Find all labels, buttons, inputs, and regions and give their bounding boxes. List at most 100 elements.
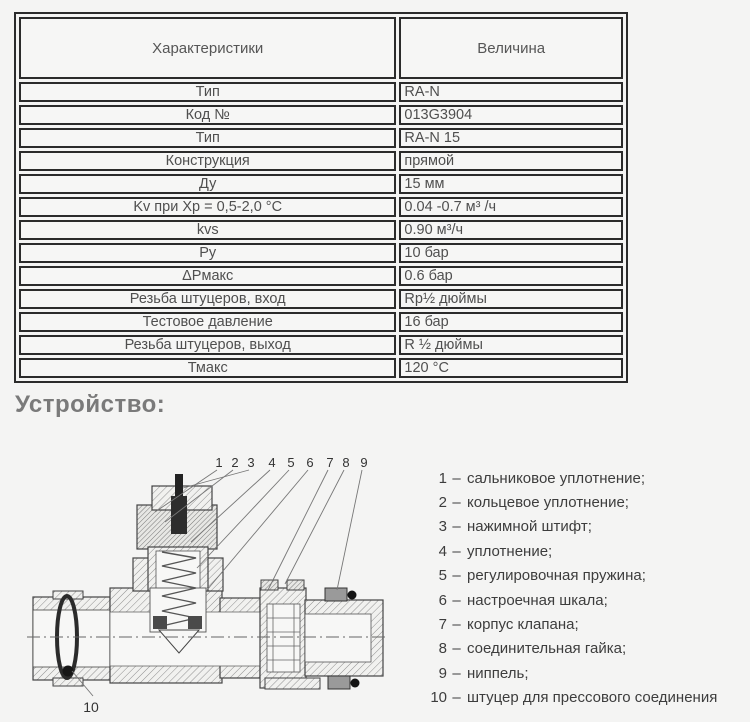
spring — [161, 551, 197, 627]
legend-number: 1 — [438, 469, 447, 487]
legend-number: 9 — [438, 664, 447, 682]
spec-name: Резьба штуцеров, вход — [19, 289, 397, 309]
callout-6: 6 — [306, 455, 313, 470]
spec-name: Тип — [19, 128, 397, 148]
legend-dash: – — [452, 518, 461, 536]
legend-number: 2 — [438, 494, 447, 512]
callout-4: 4 — [268, 455, 275, 470]
callout-1: 1 — [215, 455, 222, 470]
legend-label: соединительная гайка; — [467, 640, 627, 658]
spec-value: R ½ дюймы — [399, 335, 623, 355]
spec-name: Код № — [19, 105, 397, 125]
press-fitting-pipe — [32, 590, 111, 687]
legend-item: 9–ниппель; — [420, 661, 748, 685]
legend-dash: – — [452, 616, 461, 634]
callout-9: 9 — [360, 455, 367, 470]
legend-item: 2–кольцевое уплотнение; — [420, 490, 748, 514]
legend-item: 5–регулировочная пружина; — [420, 564, 748, 588]
spec-name: kvs — [19, 220, 397, 240]
legend-label: ниппель; — [467, 664, 529, 682]
legend-item: 6–настроечная шкала; — [420, 588, 748, 612]
nipple — [304, 587, 384, 690]
legend-dash: – — [452, 494, 461, 512]
spec-name: Резьба штуцеров, выход — [19, 335, 397, 355]
legend-item: 8–соединительная гайка; — [420, 637, 748, 661]
spec-value: 0.04 -0.7 м³ /ч — [399, 197, 623, 217]
legend-dash: – — [452, 591, 461, 609]
callout-2: 2 — [231, 455, 238, 470]
legend-label: настроечная шкала; — [467, 591, 608, 609]
legend-label: нажимной штифт; — [467, 518, 592, 536]
legend-dash: – — [452, 567, 461, 585]
legend-dash: – — [452, 469, 461, 487]
spec-value: 15 мм — [399, 174, 623, 194]
spec-value: 013G3904 — [399, 105, 623, 125]
section-title: Устройство: — [15, 391, 166, 418]
callout-5: 5 — [287, 455, 294, 470]
callout-3: 3 — [247, 455, 254, 470]
legend-item: 4–уплотнение; — [420, 539, 748, 563]
legend-number: 7 — [438, 616, 447, 634]
legend-label: регулировочная пружина; — [467, 567, 646, 585]
spec-value: 10 бар — [399, 243, 623, 263]
spec-name: Kv при Xp = 0,5-2,0 °C — [19, 197, 397, 217]
legend-number: 10 — [430, 689, 447, 707]
column-header-value: Величина — [399, 17, 623, 79]
legend-item: 1–сальниковое уплотнение; — [420, 466, 748, 490]
spec-value: Rp½ дюймы — [399, 289, 623, 309]
legend-label: штуцер для прессового соединения — [467, 689, 718, 707]
spec-name: Тмакс — [19, 358, 397, 378]
spec-name: ΔРмакс — [19, 266, 397, 286]
table-header-row: Характеристики Величина — [19, 17, 623, 79]
spec-value: RA-N 15 — [399, 128, 623, 148]
spec-name: Ру — [19, 243, 397, 263]
spec-name: Тип — [19, 82, 397, 102]
spec-value: прямой — [399, 151, 623, 171]
valve-insert — [136, 474, 218, 654]
legend-number: 4 — [438, 542, 447, 560]
legend-label: корпус клапана; — [467, 616, 579, 634]
spec-value: 0.6 бар — [399, 266, 623, 286]
spec-value: 16 бар — [399, 312, 623, 332]
legend-dash: – — [452, 664, 461, 682]
legend-number: 6 — [438, 591, 447, 609]
spec-value: 0.90 м³/ч — [399, 220, 623, 240]
legend-dash: – — [452, 689, 461, 707]
legend-item: 3–нажимной штифт; — [420, 515, 748, 539]
legend-number: 3 — [438, 518, 447, 536]
legend-dash: – — [452, 640, 461, 658]
legend-item: 10–штуцер для прессового соединения — [420, 686, 748, 710]
spec-name: Тестовое давление — [19, 312, 397, 332]
leader-lines — [71, 469, 363, 697]
callout-10: 10 — [83, 699, 99, 715]
union-nut — [259, 579, 321, 690]
legend-label: сальниковое уплотнение; — [467, 469, 646, 487]
legend-dash: – — [452, 542, 461, 560]
spec-value: RA-N — [399, 82, 623, 102]
legend-label: уплотнение; — [467, 542, 553, 560]
legend-number: 8 — [438, 640, 447, 658]
legend-item: 7–корпус клапана; — [420, 612, 748, 636]
legend-label: кольцевое уплотнение; — [467, 494, 629, 512]
callout-8: 8 — [342, 455, 349, 470]
spec-name: Конструкция — [19, 151, 397, 171]
spec-value: 120 °C — [399, 358, 623, 378]
column-header-characteristics: Характеристики — [19, 17, 397, 79]
legend-number: 5 — [438, 567, 447, 585]
diagram-legend: 1–сальниковое уплотнение; 2–кольцевое уп… — [420, 466, 748, 710]
